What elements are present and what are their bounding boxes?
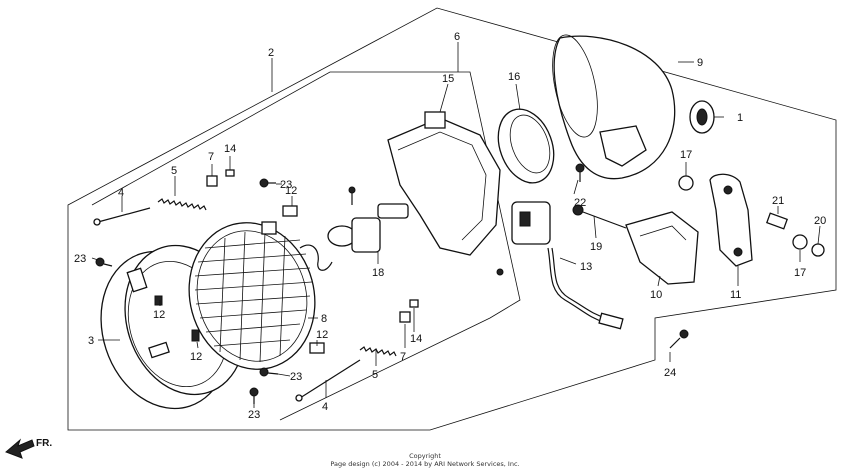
callout-part-6: 6	[454, 31, 460, 43]
callout-part-17-upper: 17	[680, 149, 692, 161]
callout-part-12-d: 12	[316, 329, 328, 341]
copyright-line-2: Page design (c) 2004 - 2014 by ARI Netwo…	[330, 460, 520, 468]
headlight-case	[552, 34, 676, 180]
front-direction-label: FR.	[36, 438, 52, 449]
socket-connector	[511, 201, 624, 330]
leader-lines	[91, 42, 821, 408]
callout-part-24: 24	[664, 367, 676, 379]
callout-part-23-b: 23	[74, 253, 86, 265]
callout-part-12-c: 12	[285, 185, 297, 197]
callout-part-12-a: 12	[153, 309, 165, 321]
callout-part-11: 11	[730, 289, 741, 301]
socket-ring	[497, 108, 555, 184]
bulb	[327, 186, 409, 253]
callout-part-16: 16	[508, 71, 520, 83]
callout-part-23-a: 23	[280, 179, 292, 191]
callout-part-5-upper: 5	[171, 165, 177, 177]
callout-part-23-d: 23	[248, 409, 260, 421]
callout-part-21: 21	[772, 195, 784, 207]
bulb-wire	[299, 244, 333, 271]
copyright-line-1: Copyright	[409, 452, 441, 460]
callout-part-7-lower: 7	[400, 351, 406, 363]
callout-part-19: 19	[590, 241, 602, 253]
stay-bracket	[625, 211, 699, 285]
grommet	[689, 100, 715, 134]
callout-part-14-upper: 14	[224, 143, 236, 155]
mounting-arm	[709, 173, 753, 267]
callout-part-13: 13	[580, 261, 592, 273]
callout-part-2: 2	[268, 47, 274, 59]
callout-part-1: 1	[737, 112, 743, 124]
callout-part-10: 10	[650, 289, 662, 301]
headlight-lens	[188, 221, 316, 370]
callout-part-17-lower: 17	[794, 267, 806, 279]
callout-part-20: 20	[814, 215, 826, 227]
front-direction-arrow	[5, 438, 35, 459]
callout-part-4-upper: 4	[118, 187, 124, 199]
callout-part-7-upper: 7	[208, 151, 214, 163]
callout-part-14-lower: 14	[410, 333, 422, 345]
callout-part-12-b: 12	[190, 351, 202, 363]
callout-part-3: 3	[88, 335, 94, 347]
callout-part-9: 9	[697, 57, 703, 69]
callout-labels: 1 2 3 4 4 5 5 6 7 7 8 9 10 11 12 12 12 1…	[74, 31, 826, 421]
callout-part-18: 18	[372, 267, 384, 279]
callout-part-5-lower: 5	[372, 369, 378, 381]
headlight-bracket	[387, 111, 504, 276]
callout-part-8: 8	[321, 313, 327, 325]
callout-part-23-c: 23	[290, 371, 302, 383]
callout-part-22: 22	[574, 197, 586, 209]
callout-part-15: 15	[442, 73, 454, 85]
callout-part-4-lower: 4	[322, 401, 328, 413]
